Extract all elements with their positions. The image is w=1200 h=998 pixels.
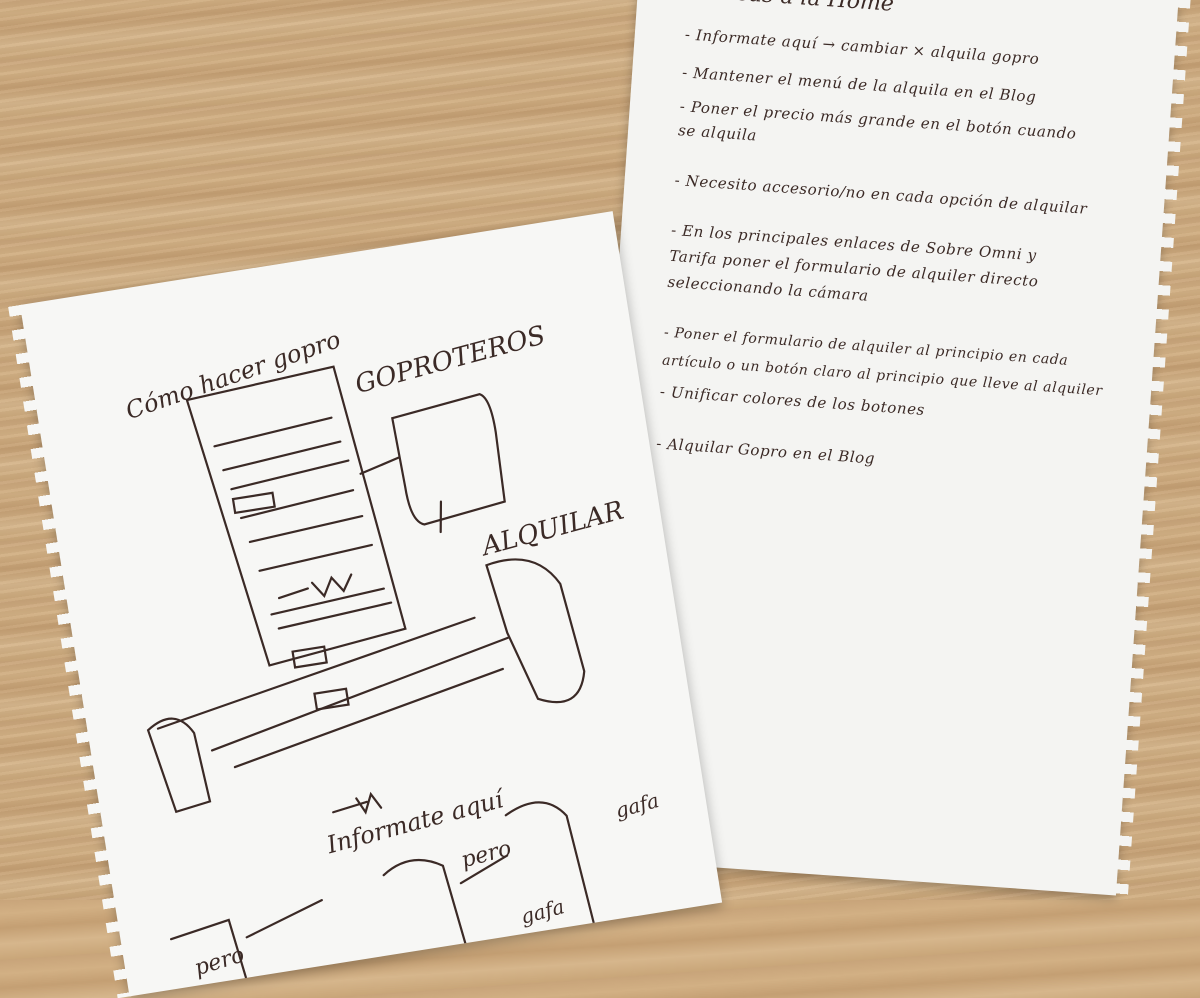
sketch-label-alquilar: ALQUILAR: [477, 496, 627, 563]
note-item: - Informate aquí → cambiar × alquila gop…: [684, 25, 1040, 69]
note-item: - Unificar colores de los botones: [659, 382, 926, 419]
sketch-paper: Cómo hacer gopro GOPROTEROS ALQUILAR Inf…: [8, 211, 723, 998]
sketch-label-gafa: gafa: [613, 788, 662, 823]
sketch-page-outline: [185, 365, 407, 667]
sketch-gafa-box: [504, 801, 595, 924]
note-item: seleccionando la cámara: [666, 272, 870, 305]
sketch-label-gopro: GOPROTEROS: [352, 320, 549, 400]
sketch-gopro-box: [391, 393, 506, 526]
sketch-title: Cómo hacer gopro: [122, 325, 344, 425]
note-item: - Necesito accesorio/no en cada opción d…: [674, 170, 1088, 218]
sketch-label-pero: pero: [192, 943, 248, 982]
wireframe-sketch: Cómo hacer gopro GOPROTEROS ALQUILAR Inf…: [122, 320, 662, 982]
note-item: se alquila: [677, 121, 758, 145]
notes-title: Cosas a la Home: [707, 0, 895, 17]
sketch-alquilar-box: [485, 558, 586, 704]
sketch-side-box: [146, 717, 212, 814]
sketch-label-gafa: gafa: [518, 894, 567, 929]
sketch-pero-box-mid: [382, 858, 467, 945]
note-item: - Alquilar Gopro en el Blog: [655, 434, 876, 468]
note-item: - Mantener el menú de la alquila en el B…: [681, 63, 1037, 106]
